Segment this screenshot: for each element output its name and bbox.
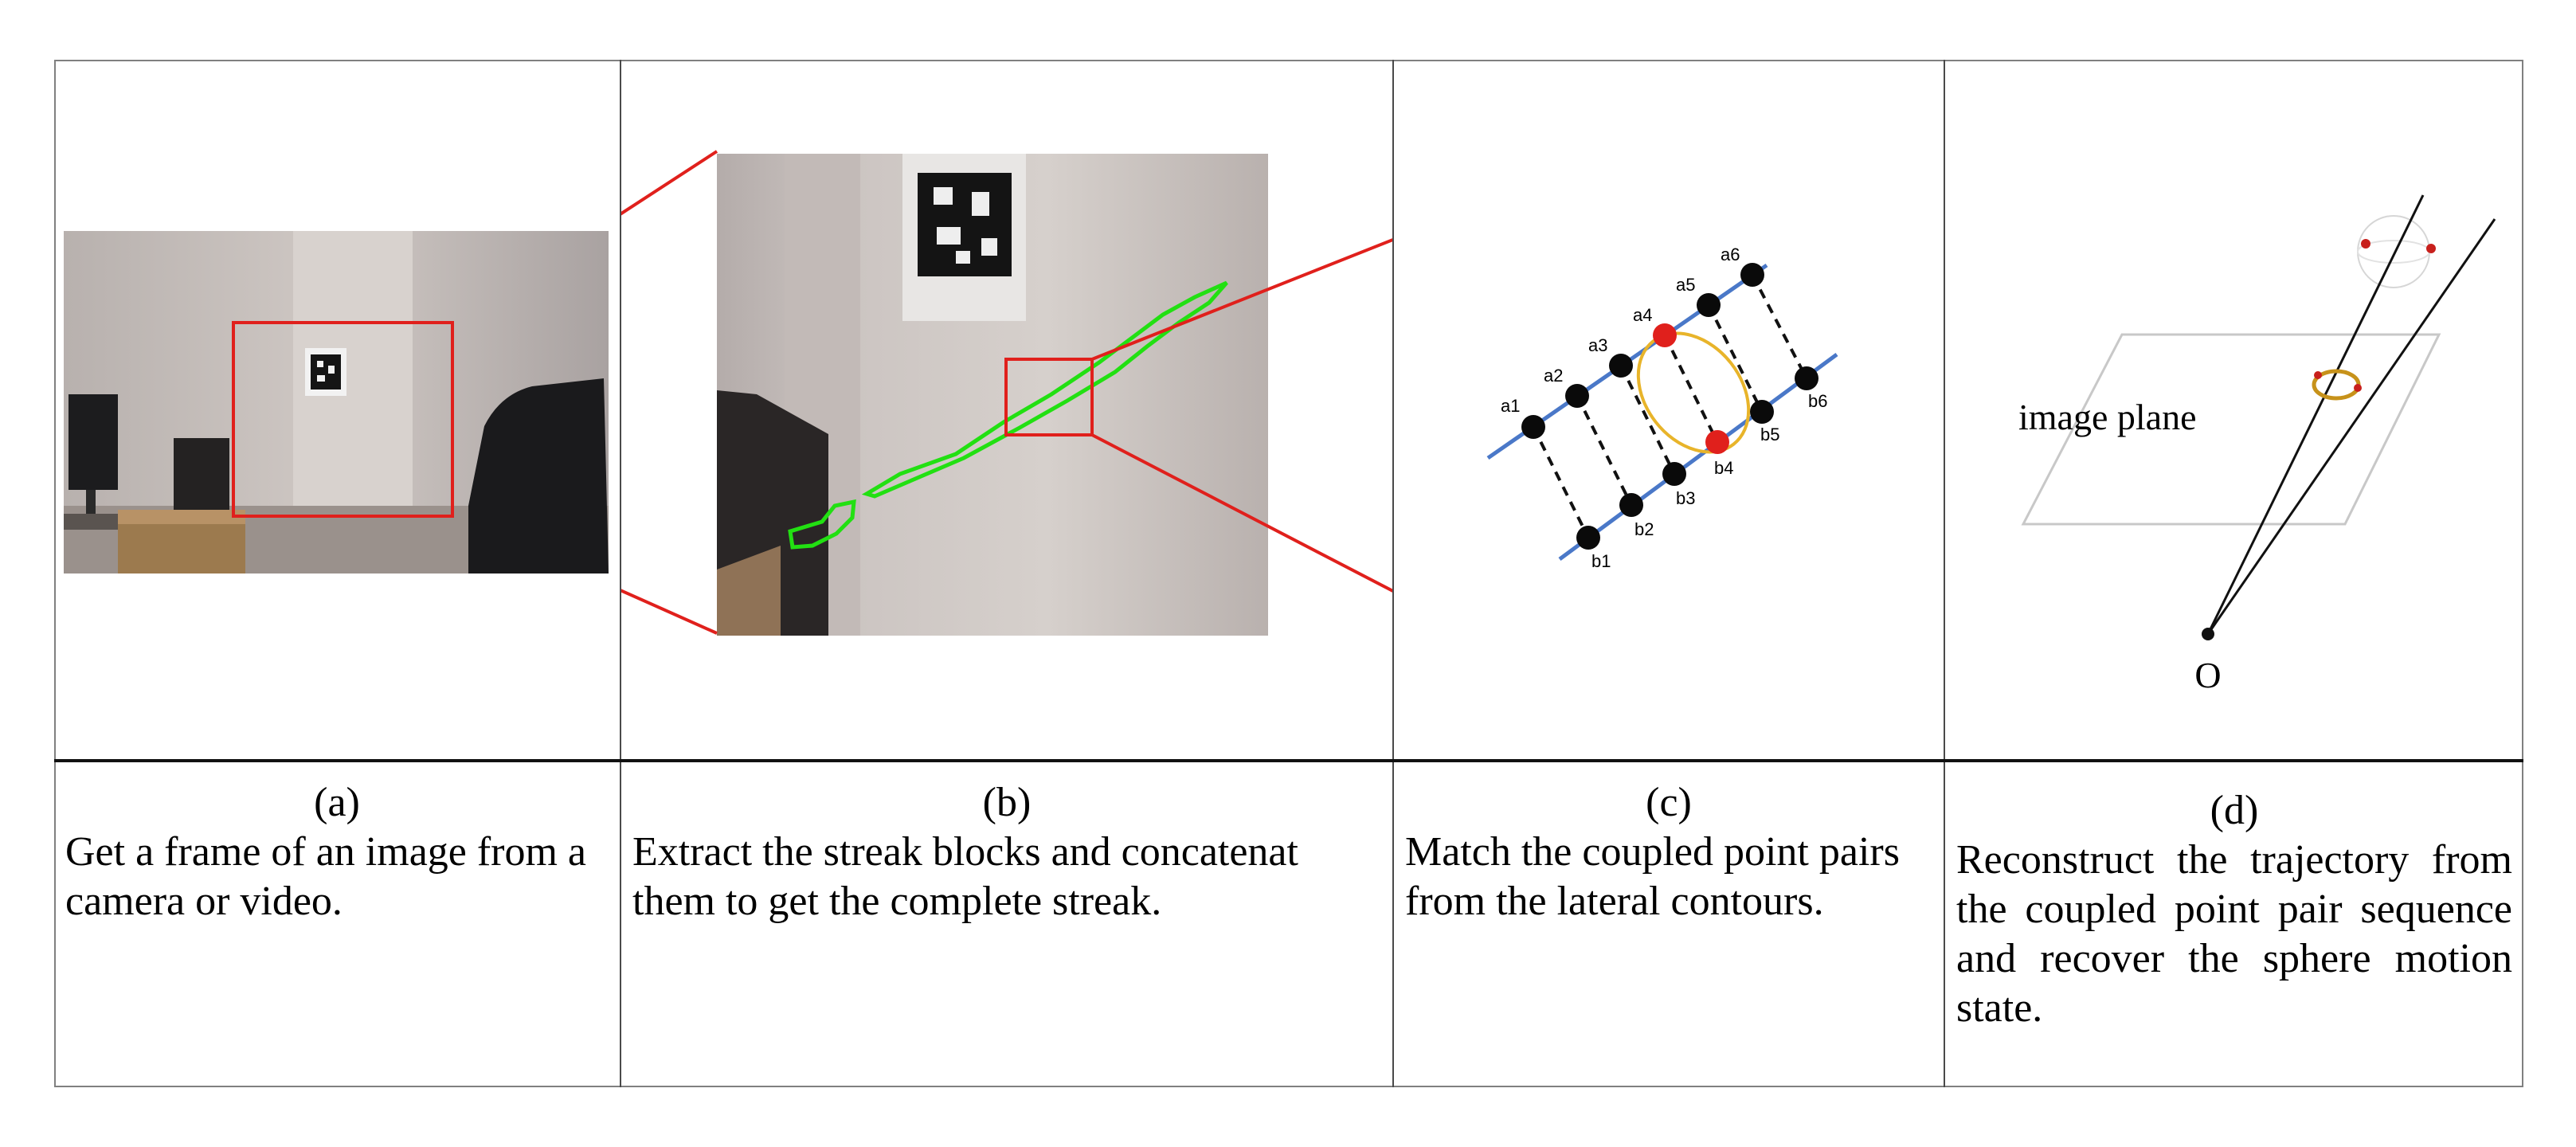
ray-2 — [2206, 218, 2496, 635]
panel-b-text: Extract the streak blocks and concatenat… — [632, 829, 1298, 924]
point-label-b1: b1 — [1591, 551, 1611, 571]
panel-a-caption: (a) Get a frame of an image from a camer… — [54, 762, 620, 1087]
divider-b-c — [1392, 60, 1394, 1087]
panel-c-caption: (c) Match the coupled point pairs from t… — [1394, 762, 1944, 1087]
origin-point — [2202, 628, 2214, 640]
divider-a-b — [620, 60, 621, 1087]
bottom-contour-line — [1558, 352, 1838, 562]
point-label-b5: b5 — [1760, 425, 1779, 444]
point-label-b3: b3 — [1676, 488, 1695, 508]
panel-b-caption: (b) Extract the streak blocks and concat… — [621, 762, 1392, 1087]
panel-a-label: (a) — [314, 780, 360, 825]
point-label-a6: a6 — [1721, 245, 1740, 264]
point-label-b4: b4 — [1714, 458, 1733, 478]
point-label-a4: a4 — [1633, 305, 1652, 325]
point-label-b6: b6 — [1808, 391, 1827, 411]
sphere-ellipse — [1636, 331, 1751, 454]
point-label-a5: a5 — [1676, 275, 1695, 295]
point-label-b2: b2 — [1634, 519, 1654, 539]
image-plane — [2021, 333, 2441, 526]
panel-d-text: Reconstruct the trajectory from the coup… — [1956, 837, 2512, 1031]
reconstruction-diagram: O image plane — [2018, 194, 2496, 695]
panel-d-diagram: O image plane — [1945, 60, 2523, 759]
figure: a1 a2 a3 a4 a5 a6 b1 b2 b3 b4 b5 b6 — [54, 60, 2523, 1087]
table-border — [54, 60, 2523, 1087]
panel-d-caption: (d) Reconstruct the trajectory from the … — [1945, 762, 2523, 1087]
panel-a-text: Get a frame of an image from a camera or… — [65, 829, 587, 924]
point-label-a1: a1 — [1501, 396, 1520, 416]
image-plane-label: image plane — [2018, 397, 2197, 437]
divider-c-d — [1944, 60, 1945, 1087]
origin-label: O — [2194, 655, 2221, 695]
camera-frame-photo — [64, 231, 609, 574]
point-label-a2: a2 — [1544, 366, 1563, 386]
panel-b-label: (b) — [982, 780, 1032, 825]
point-pairs-diagram: a1 a2 a3 a4 a5 a6 b1 b2 b3 b4 b5 b6 — [1486, 245, 1838, 571]
caption-divider — [54, 759, 2523, 762]
panel-c-label: (c) — [1646, 780, 1692, 825]
panel-c-text: Match the coupled point pairs from the l… — [1405, 829, 1900, 924]
panel-c-diagram: a1 a2 a3 a4 a5 a6 b1 b2 b3 b4 b5 b6 — [1394, 60, 1944, 759]
ray-1 — [2206, 194, 2425, 635]
panel-d-label: (d) — [2210, 788, 2259, 833]
point-label-a3: a3 — [1588, 335, 1607, 355]
panel-a-image — [54, 60, 620, 759]
